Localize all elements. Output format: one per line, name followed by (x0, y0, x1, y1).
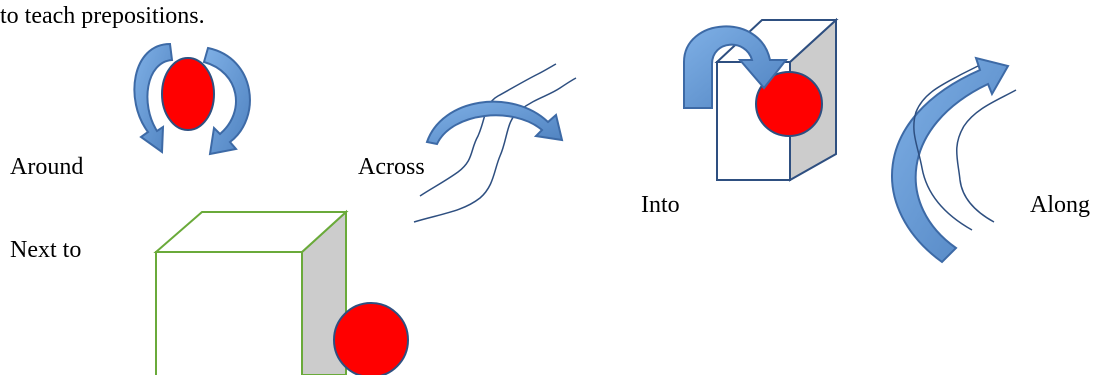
around-illustration (133, 42, 251, 156)
path-line-inner-icon (956, 89, 1017, 223)
label-into: Into (641, 192, 680, 218)
along-arrow-icon (891, 56, 1010, 264)
along-illustration (891, 56, 1017, 264)
cube-front-icon (155, 251, 303, 375)
ball-icon (161, 57, 215, 131)
ball-icon (333, 302, 409, 375)
path-line-outer-icon (913, 65, 979, 231)
label-along: Along (1030, 192, 1090, 218)
right-curved-arrow-icon (202, 46, 251, 156)
left-curved-arrow-icon (133, 42, 174, 154)
into-illustration (683, 17, 839, 182)
river-bank-right-icon (413, 77, 577, 223)
label-across: Across (358, 154, 425, 180)
ball-icon (755, 71, 823, 137)
into-arrow-icon (683, 25, 789, 109)
label-around: Around (10, 154, 84, 180)
across-illustration (413, 63, 577, 223)
across-arrow-icon (425, 100, 564, 146)
intro-text: to teach prepositions. (0, 3, 205, 29)
label-next-to: Next to (10, 237, 82, 263)
next-to-illustration (153, 209, 409, 375)
